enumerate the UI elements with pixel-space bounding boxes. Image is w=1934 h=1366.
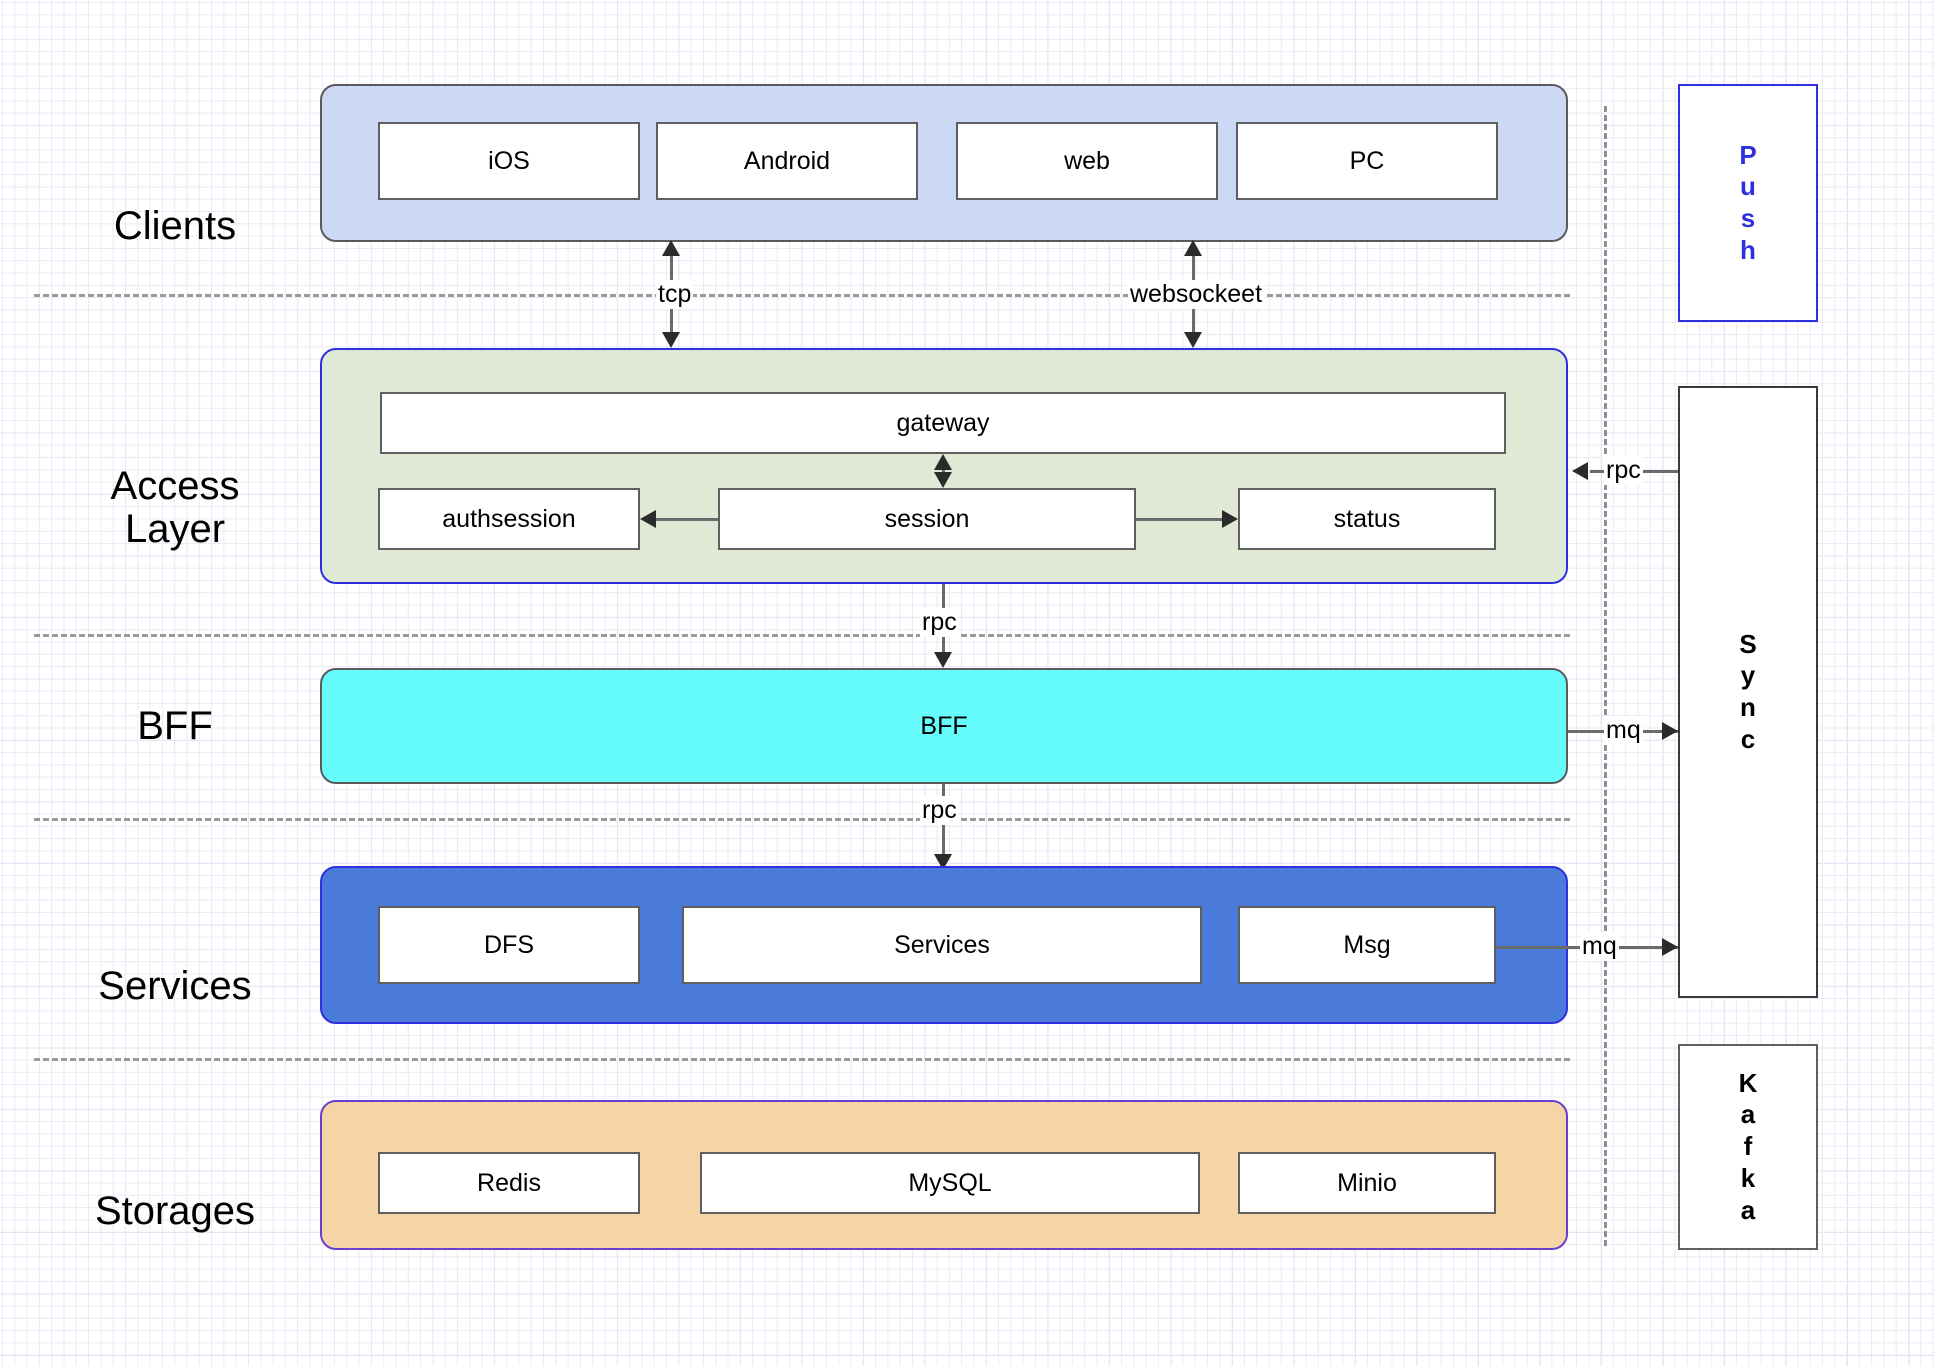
sync-access-arrowhead xyxy=(1572,462,1588,480)
bff-sync-arrowhead xyxy=(1662,722,1678,740)
sidebox-push-text: P u s h xyxy=(1739,140,1756,267)
node-status[interactable]: status xyxy=(1238,488,1496,550)
group-bff xyxy=(320,668,1568,784)
node-session[interactable]: session xyxy=(718,488,1136,550)
tcp-line-down xyxy=(670,300,673,334)
edge-label-tcp: tcp xyxy=(656,280,694,309)
separator-clients-access xyxy=(34,294,1570,297)
websocket-line-down xyxy=(1192,300,1195,334)
node-gateway[interactable]: gateway xyxy=(380,392,1506,454)
session-status-line xyxy=(1136,518,1222,521)
sidebox-sync[interactable]: S y n c xyxy=(1678,386,1818,998)
node-dfs[interactable]: DFS xyxy=(378,906,640,984)
push-letter-1: u xyxy=(1740,171,1756,202)
kafka-letter-2: f xyxy=(1743,1131,1753,1162)
gateway-session-arrowhead-up xyxy=(934,454,952,470)
layer-label-access: Access Layer xyxy=(110,464,240,552)
sidebox-kafka-text: K a f k a xyxy=(1739,1068,1758,1227)
separator-vertical-external xyxy=(1604,106,1607,1246)
separator-services-storages xyxy=(34,1058,1570,1061)
sidebox-push[interactable]: P u s h xyxy=(1678,84,1818,322)
node-ios[interactable]: iOS xyxy=(378,122,640,200)
sidebox-sync-text: S y n c xyxy=(1739,629,1756,756)
edge-label-mq-bff-sync: mq xyxy=(1604,716,1643,745)
node-redis[interactable]: Redis xyxy=(378,1152,640,1214)
kafka-letter-4: a xyxy=(1740,1194,1756,1225)
layer-label-services: Services xyxy=(98,964,252,1008)
node-web[interactable]: web xyxy=(956,122,1218,200)
layer-label-storages: Storages xyxy=(94,1189,256,1233)
msg-sync-arrowhead xyxy=(1662,938,1678,956)
node-services[interactable]: Services xyxy=(682,906,1202,984)
edge-label-mq-msg-sync: mq xyxy=(1580,932,1619,961)
push-letter-3: h xyxy=(1740,234,1756,265)
access-bff-arrowhead xyxy=(934,652,952,668)
kafka-letter-0: K xyxy=(1738,1067,1758,1098)
sync-letter-2: n xyxy=(1740,692,1756,722)
push-letter-0: P xyxy=(1739,139,1757,170)
edge-label-rpc-bff-services: rpc xyxy=(920,796,959,825)
separator-access-bff xyxy=(34,634,1570,637)
node-pc[interactable]: PC xyxy=(1236,122,1498,200)
session-status-arrowhead xyxy=(1222,510,1238,528)
edge-label-rpc-access-bff: rpc xyxy=(920,608,959,637)
websocket-line-up xyxy=(1192,248,1195,286)
node-minio[interactable]: Minio xyxy=(1238,1152,1496,1214)
layer-label-clients: Clients xyxy=(113,204,237,248)
separator-bff-services xyxy=(34,818,1570,821)
kafka-letter-3: k xyxy=(1740,1162,1756,1193)
node-bff-label: BFF xyxy=(920,711,968,740)
kafka-letter-1: a xyxy=(1740,1099,1756,1130)
sync-letter-1: y xyxy=(1740,660,1756,691)
sync-letter-0: S xyxy=(1739,628,1757,659)
sidebox-kafka[interactable]: K a f k a xyxy=(1678,1044,1818,1250)
tcp-arrowhead-up xyxy=(662,240,680,256)
node-msg[interactable]: Msg xyxy=(1238,906,1496,984)
node-mysql[interactable]: MySQL xyxy=(700,1152,1200,1214)
websocket-arrowhead-up xyxy=(1184,240,1202,256)
websocket-arrowhead-down xyxy=(1184,332,1202,348)
sync-letter-3: c xyxy=(1740,723,1756,754)
session-authsession-line xyxy=(656,518,718,521)
tcp-arrowhead-down xyxy=(662,332,680,348)
layer-label-bff: BFF xyxy=(137,704,213,748)
tcp-line-up xyxy=(670,248,673,286)
push-letter-2: s xyxy=(1740,203,1756,233)
edge-label-rpc-sync-access: rpc xyxy=(1604,456,1643,485)
gateway-session-arrowhead-down xyxy=(934,472,952,488)
node-android[interactable]: Android xyxy=(656,122,918,200)
edge-label-websocket: websockeet xyxy=(1128,280,1265,309)
node-authsession[interactable]: authsession xyxy=(378,488,640,550)
session-authsession-arrowhead xyxy=(640,510,656,528)
